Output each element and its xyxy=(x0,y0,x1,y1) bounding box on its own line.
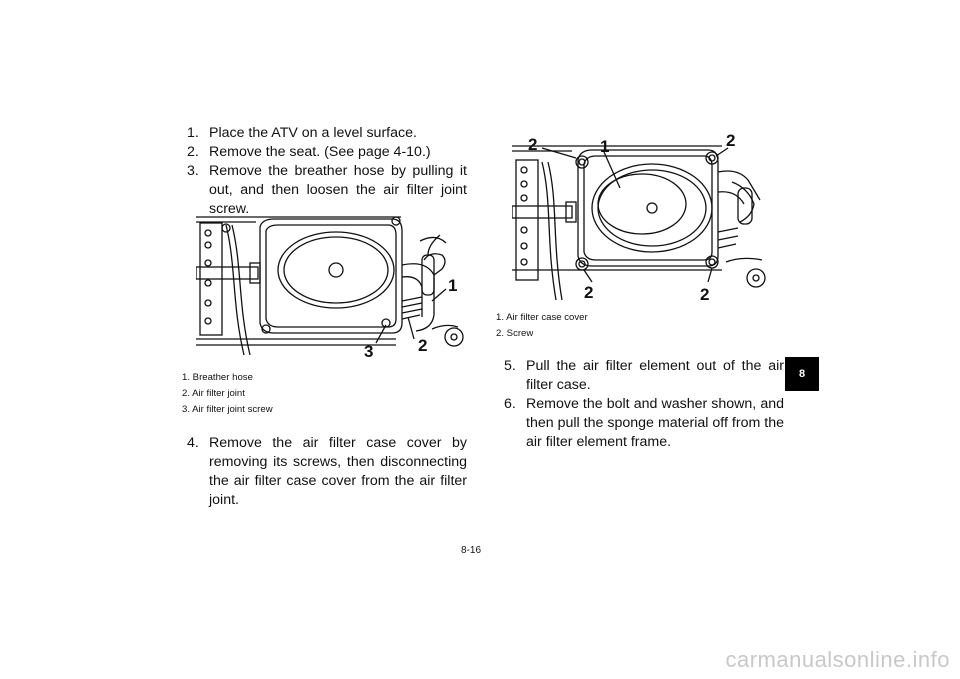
caption-item: 1. Breather hose xyxy=(182,372,253,383)
figure1-caption: 1. Breather hose 2. Air filter joint 3. … xyxy=(182,370,382,420)
step-number: 4. xyxy=(187,435,199,451)
callout-2: 2 xyxy=(418,336,427,355)
figure-breather-hose-illustration: 1 2 3 xyxy=(196,216,464,361)
figure-air-filter-case-cover-illustration: 2 1 2 2 2 xyxy=(512,132,766,302)
step-text: Remove the breather hose by pulling it o… xyxy=(209,163,467,217)
step-2: 2. Remove the seat. (See page 4-10.) xyxy=(187,143,467,162)
step-6: 6. Remove the bolt and washer shown, and… xyxy=(504,395,784,453)
step-text: Place the ATV on a level surface. xyxy=(209,125,417,141)
callout-2-bottom-left: 2 xyxy=(584,283,593,302)
step-5: 5. Pull the air filter element out of th… xyxy=(504,357,784,395)
callout-1: 1 xyxy=(448,276,457,295)
step-3: 3. Remove the breather hose by pulling i… xyxy=(187,162,467,217)
callout-2-bottom-right: 2 xyxy=(700,285,709,302)
caption-item: 2. Air filter joint xyxy=(182,388,245,399)
step-1: 1. Place the ATV on a level surface. xyxy=(187,124,467,143)
step-text: Remove the seat. (See page 4-10.) xyxy=(209,144,431,160)
caption-item: 1. Air filter case cover xyxy=(496,312,588,323)
step-text: Remove the bolt and washer shown, and th… xyxy=(526,396,784,450)
callout-2-top-left: 2 xyxy=(528,135,537,154)
callout-3: 3 xyxy=(364,342,373,361)
step-number: 5. xyxy=(504,358,516,374)
figure2-caption: 1. Air filter case cover 2. Screw xyxy=(496,310,696,344)
watermark: carmanualsonline.info xyxy=(725,647,950,672)
step-4: 4. Remove the air filter case cover by r… xyxy=(187,434,467,508)
step-number: 3. xyxy=(187,163,199,179)
chapter-tab: 8 xyxy=(785,357,819,391)
page-number: 8-16 xyxy=(461,545,482,556)
step-number: 1. xyxy=(187,125,199,141)
step-number: 2. xyxy=(187,144,199,160)
caption-item: 3. Air filter joint screw xyxy=(182,404,273,415)
callout-2-top-right: 2 xyxy=(726,132,735,150)
step-text: Pull the air filter element out of the a… xyxy=(526,358,784,393)
caption-item: 2. Screw xyxy=(496,328,534,339)
step-text: Remove the air filter case cover by remo… xyxy=(209,435,467,508)
step-number: 6. xyxy=(504,396,516,412)
callout-1: 1 xyxy=(600,137,609,156)
